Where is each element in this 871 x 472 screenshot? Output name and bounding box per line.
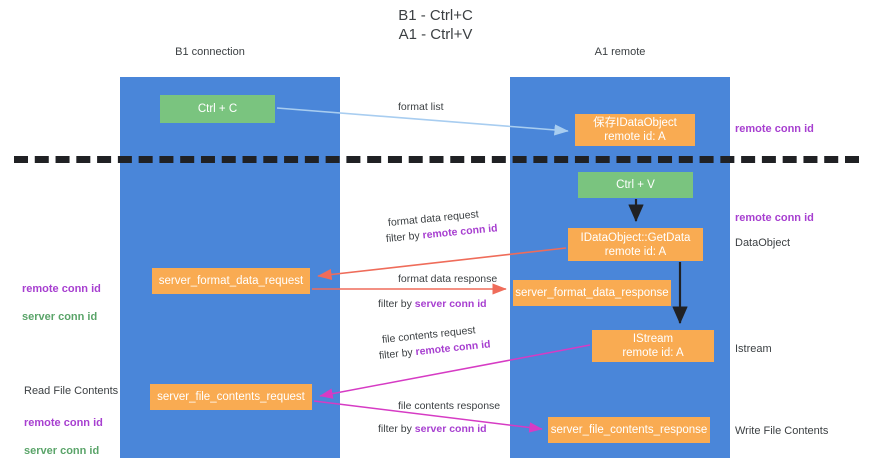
node-server-file-contents-response[interactable]: server_file_contents_response [548, 417, 710, 443]
annotation-remote-conn-id-top: remote conn id [735, 123, 814, 135]
annotation-dataobject: DataObject [735, 237, 791, 249]
column-header-a1: A1 remote [594, 46, 646, 58]
edge-label-file-contents-response-filter: filter by server conn id [378, 422, 487, 436]
annotation-remote-conn-id-left-bottom: remote conn id [24, 417, 103, 429]
annotation-conn-ids-mid: remote conn id server conn id [22, 268, 101, 338]
edge-label-format-data-response-filter: filter by server conn id [378, 297, 487, 311]
annotation-write-file-contents: Write File Contents [735, 425, 829, 437]
edge-label-format-data-response: format data response [398, 273, 498, 285]
filter-key-server-conn-id: server conn id [414, 423, 487, 435]
column-header-b1: B1 connection [175, 46, 245, 58]
annotation-istream: Istream [735, 343, 772, 355]
node-istream[interactable]: IStream remote id: A [592, 330, 714, 362]
annotation-read-file-contents: Read File Contents [24, 385, 119, 397]
annotation-server-conn-id-left-mid: server conn id [22, 311, 98, 323]
node-ctrl-v[interactable]: Ctrl + V [578, 172, 693, 198]
node-server-file-contents-request[interactable]: server_file_contents_request [150, 384, 312, 410]
edge-label-file-contents-response: file contents response [398, 400, 501, 412]
annotation-remote-conn-id-mid: remote conn id [735, 212, 814, 224]
filter-key-server-conn-id: server conn id [414, 298, 487, 310]
annotation-conn-ids-bottom: remote conn id server conn id [24, 402, 103, 472]
filter-prefix: filter by [385, 229, 424, 245]
edge-label-format-list: format list [398, 101, 444, 113]
node-idataobject-getdata[interactable]: IDataObject::GetData remote id: A [568, 228, 703, 261]
annotation-remote-conn-id-left-mid: remote conn id [22, 283, 101, 295]
filter-prefix: filter by [378, 346, 417, 362]
filter-prefix: filter by [378, 423, 415, 435]
node-save-idataobject[interactable]: 保存IDataObject remote id: A [575, 114, 695, 146]
node-ctrl-c[interactable]: Ctrl + C [160, 95, 275, 123]
page-title: B1 - Ctrl+C A1 - Ctrl+V [398, 7, 473, 43]
node-server-format-data-response[interactable]: server_format_data_response [513, 280, 671, 306]
phase-divider [14, 156, 859, 163]
annotation-server-conn-id-left-bottom: server conn id [24, 445, 100, 457]
filter-prefix: filter by [378, 298, 415, 310]
node-server-format-data-request[interactable]: server_format_data_request [152, 268, 310, 294]
